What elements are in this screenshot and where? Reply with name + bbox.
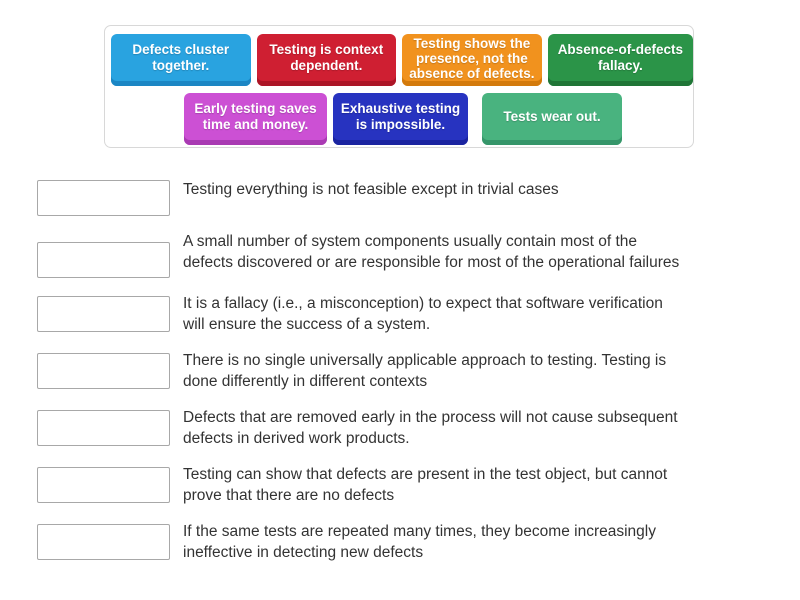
tile-row-2: Early testing saves time and money. Exha… [105,86,693,145]
answer-row: Defects that are removed early in the pr… [37,406,757,449]
answer-list: Testing everything is not feasible excep… [37,178,757,577]
tile-label: Absence-of-defects fallacy. [557,42,683,73]
tile-label: Testing shows the presence, not the abse… [409,35,535,81]
drop-zone-3[interactable] [37,296,170,332]
tile-label: Defects cluster together. [132,42,230,73]
draggable-tiles-panel: Defects cluster together. Testing is con… [104,25,694,148]
drop-zone-6[interactable] [37,467,170,503]
tile-label: Exhaustive testing is impossible. [340,101,461,132]
answer-row: Testing everything is not feasible excep… [37,178,757,216]
drop-zone-1[interactable] [37,180,170,216]
answer-text-2: A small number of system components usua… [183,233,680,271]
answer-text-1: Testing everything is not feasible excep… [183,181,559,198]
answer-text-6: Testing can show that defects are presen… [183,466,668,504]
tile-context-dependent[interactable]: Testing is context dependent. [256,34,397,86]
tile-defects-cluster[interactable]: Defects cluster together. [111,34,251,86]
tile-early-testing[interactable]: Early testing saves time and money. [184,93,327,145]
answer-text-5: Defects that are removed early in the pr… [183,409,678,447]
tile-absence-of-defects-fallacy[interactable]: Absence-of-defects fallacy. [547,34,694,86]
drop-zone-7[interactable] [37,524,170,560]
tile-presence-not-absence[interactable]: Testing shows the presence, not the abse… [402,34,542,86]
answer-row: There is no single universally applicabl… [37,349,757,392]
answer-row: A small number of system components usua… [37,230,757,278]
tile-label: Tests wear out. [503,109,601,124]
answer-row: If the same tests are repeated many time… [37,520,757,563]
drop-zone-2[interactable] [37,242,170,278]
answer-text-4: There is no single universally applicabl… [183,352,667,390]
drop-zone-4[interactable] [37,353,170,389]
answer-row: Testing can show that defects are presen… [37,463,757,506]
tile-label: Testing is context dependent. [269,42,384,73]
tile-tests-wear-out[interactable]: Tests wear out. [482,93,622,145]
answer-text-7: If the same tests are repeated many time… [183,523,656,561]
tile-exhaustive-testing[interactable]: Exhaustive testing is impossible. [333,93,468,145]
tile-row-1: Defects cluster together. Testing is con… [105,26,694,86]
answer-row: It is a fallacy (i.e., a misconception) … [37,292,757,335]
drop-zone-5[interactable] [37,410,170,446]
tile-label: Early testing saves time and money. [194,101,317,132]
answer-text-3: It is a fallacy (i.e., a misconception) … [183,295,663,333]
